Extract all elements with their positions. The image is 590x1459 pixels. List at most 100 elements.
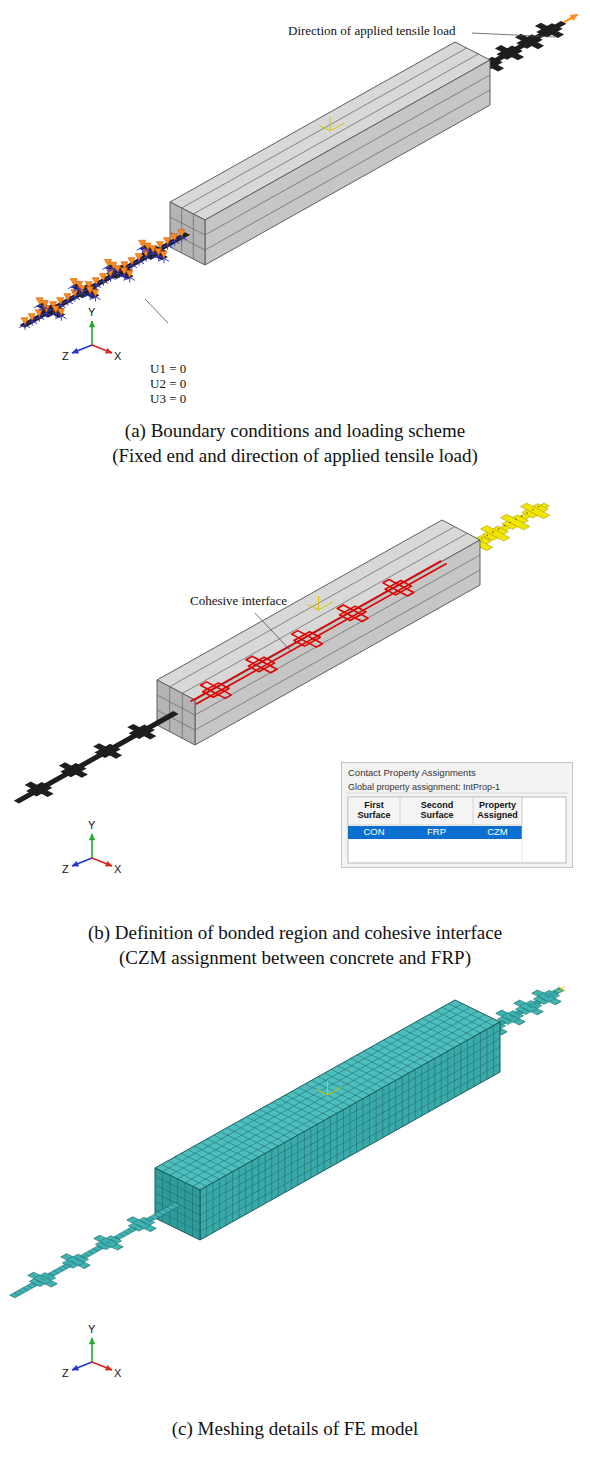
table-cell: CON [348,827,400,838]
table-column-line [400,797,401,825]
cohesive-pad [340,606,366,620]
bc-cone [36,298,43,305]
axis-z-head [72,1365,79,1370]
mesh-line [540,998,545,1001]
partition-line [157,695,195,715]
mesh-line [34,1275,40,1278]
frp-strip [20,232,191,328]
mesh-line [310,1128,311,1178]
axis-y-head [89,834,94,840]
mesh-line [279,1099,324,1121]
partition-line [200,1030,500,1198]
bc-tick [133,261,139,264]
axis-label: X [114,350,121,363]
mesh-line [435,1011,480,1033]
mesh-line [402,1077,403,1127]
bc-tick [26,321,32,324]
cohesive-crossbar [246,656,277,672]
bc-tick [102,266,108,269]
mesh-line [214,1135,259,1157]
partition-line [163,1004,463,1172]
bc-tick [74,286,75,291]
mesh-line [480,1033,481,1083]
bc-tick [45,308,46,313]
bc-tick [25,325,26,330]
selection-dot [498,528,500,530]
mesh-line [447,1051,448,1101]
mesh-line [441,1055,442,1105]
frp-crossbar [93,743,122,759]
frp-crossbar [481,526,510,542]
bc-tick [74,286,79,289]
frp-crossbar [514,1000,543,1015]
mesh-line [351,1058,396,1080]
mesh-line [45,1281,51,1284]
mesh-line [10,1295,15,1298]
bc-tick [34,305,40,308]
mesh-line [502,1013,508,1016]
frp-crossbar [36,303,65,318]
partition-line [195,555,480,715]
mesh-line [28,1272,34,1275]
mesh-line [94,1235,100,1238]
bc-tick [40,313,46,316]
mesh-line [227,1128,272,1150]
bc-cone [155,248,162,255]
bc-tick [146,257,147,262]
mesh-line [336,1113,337,1163]
bc-tick [182,237,187,240]
bc-tick [25,325,30,328]
mesh-line [532,1003,537,1006]
mesh-line [331,1069,376,1091]
partition-line [193,1018,493,1186]
concrete-side-face [195,540,480,745]
mesh-line [127,1217,133,1220]
mesh-line [364,1051,409,1073]
selected-row [348,826,522,839]
panel-b [14,503,550,866]
load-arrow-head [570,14,578,20]
csys-marker [318,596,319,610]
mesh-line [377,1044,422,1066]
bc-tick [62,301,68,304]
partition-line [185,1015,485,1183]
bc-tick [96,285,97,290]
bc-tick [148,250,153,253]
mesh-line [132,1227,137,1230]
bc-tick [137,247,143,250]
mesh-line [32,1283,37,1286]
mesh-line [278,1146,279,1196]
bc-tick [168,245,173,248]
mesh-line [376,1091,377,1141]
frp-crossbar [521,503,550,519]
mesh-line [80,1256,85,1259]
partition-line [205,90,490,250]
mesh-line [501,1020,506,1023]
cohesive-pad [203,683,229,697]
mesh-line [343,1110,344,1160]
mesh-line [111,1244,117,1247]
bc-tick [61,305,66,308]
selection-dot [481,538,483,540]
mesh-line [493,1026,494,1076]
partition-line [155,1185,200,1207]
bc-tick [68,286,74,289]
mesh-line [520,1003,526,1006]
panel-background [341,762,573,868]
csys-marker [330,117,331,131]
selection-dot [492,531,494,533]
bc-tick [39,317,44,320]
bc-tick [131,265,132,270]
mesh-line [523,1008,528,1011]
bc-tick [69,297,75,300]
mesh-line [110,1239,115,1242]
mesh-line [168,1161,213,1183]
panel-text: Global property assignment: IntProp-1 [348,782,566,792]
mesh-line [266,1106,311,1128]
selection-dot [532,509,534,511]
axis-label: Z [62,863,69,876]
mesh-line [513,1019,519,1022]
bc-tick [75,297,80,300]
bc-tick [39,317,40,322]
bc-tick [50,313,56,316]
